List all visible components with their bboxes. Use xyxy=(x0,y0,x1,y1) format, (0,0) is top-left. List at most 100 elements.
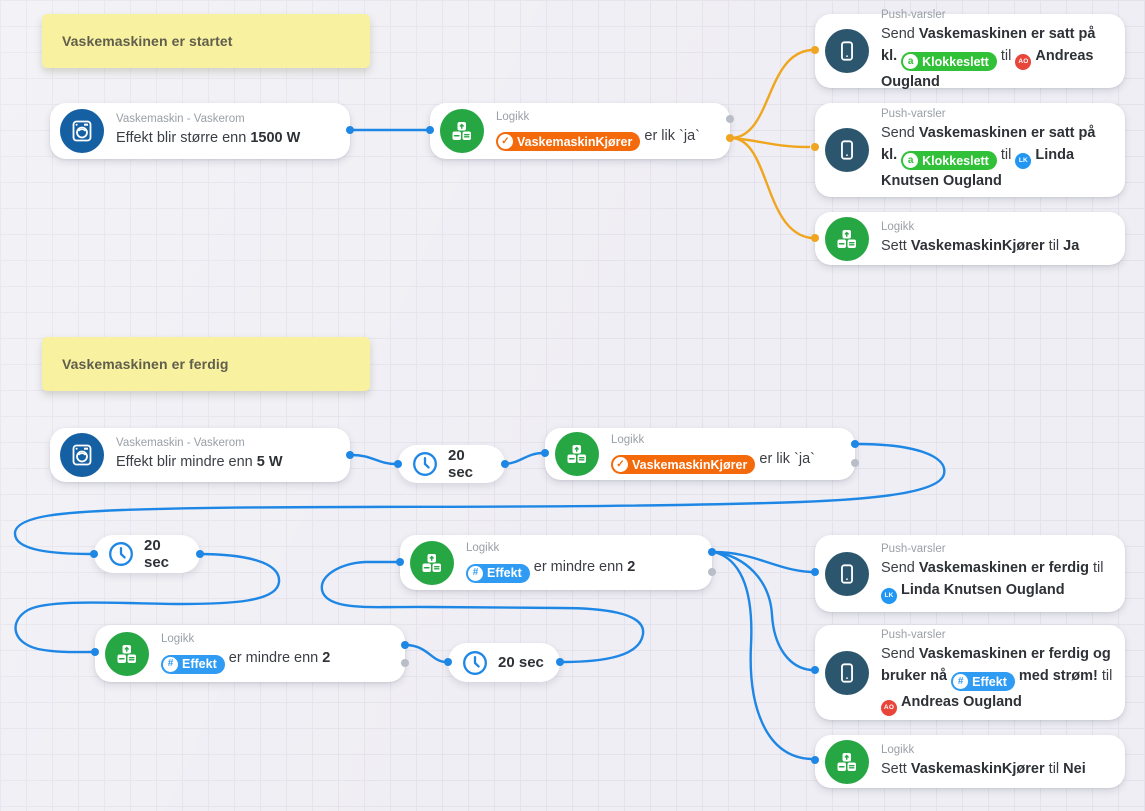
logic-icon xyxy=(825,739,869,784)
input-port[interactable] xyxy=(396,558,404,566)
wire-delay3-to-cond-effekt-a[interactable] xyxy=(320,560,645,664)
text-segment: til xyxy=(1044,760,1064,777)
text-segment-bold: Andreas Ougland xyxy=(901,694,1022,711)
card-header: Logikk xyxy=(881,743,915,756)
logic-icon xyxy=(555,432,599,476)
card-header: Logikk xyxy=(496,110,530,123)
wire-delay1-to-cond-done[interactable] xyxy=(501,451,545,466)
card-body: Effekt blir større enn 1500 W xyxy=(116,127,300,149)
output-port-true[interactable] xyxy=(708,548,716,556)
card-body: Effekt blir mindre enn 5 W xyxy=(116,451,283,473)
wire-trigger-done-to-delay1[interactable] xyxy=(350,453,398,466)
clock-icon xyxy=(462,650,488,676)
input-port[interactable] xyxy=(541,449,549,457)
wire-delay2-to-cond-effekt-b[interactable] xyxy=(14,552,281,654)
tag-label: Effekt xyxy=(487,566,522,581)
input-port[interactable] xyxy=(444,658,452,666)
input-port[interactable] xyxy=(90,550,98,558)
input-port[interactable] xyxy=(811,666,819,674)
letter-a-icon: a xyxy=(903,54,919,70)
input-port[interactable] xyxy=(811,568,819,576)
input-port[interactable] xyxy=(811,143,819,151)
avatar: LK xyxy=(881,588,897,604)
card-set-vaskemaskinkjorer-nei[interactable]: Logikk Sett VaskemaskinKjører til Nei xyxy=(811,735,1125,788)
input-port[interactable] xyxy=(811,756,819,764)
text-segment: Sett xyxy=(881,760,911,777)
output-port-true[interactable] xyxy=(726,115,734,123)
check-icon: ✓ xyxy=(498,134,513,150)
card-header: Vaskemaskin - Vaskerom xyxy=(116,113,245,125)
output-port[interactable] xyxy=(501,460,509,468)
text-segment-bold: Linda Knutsen Ougland xyxy=(881,146,1075,190)
text-segment: Sett xyxy=(881,237,911,254)
card-header: Push-varsler xyxy=(881,107,946,120)
card-trigger-washer-done[interactable]: Vaskemaskin - Vaskerom Effekt blir mindr… xyxy=(50,428,354,482)
text-segment: til xyxy=(1044,237,1064,254)
output-port-true[interactable] xyxy=(401,641,409,649)
text-segment: Effekt blir mindre enn xyxy=(116,454,257,470)
wire-cond-false-to-push-linda[interactable] xyxy=(731,136,811,149)
note-text: Vaskemaskinen er startet xyxy=(62,33,233,49)
card-condition-effekt-b[interactable]: Logikk #Effekt er mindre enn 2 xyxy=(91,625,409,682)
card-header: Logikk xyxy=(881,220,915,233)
wire-cond-effekt-b-true-to-delay3[interactable] xyxy=(405,643,448,664)
card-condition-vaskemaskinkjorer-start[interactable]: Logikk ✓VaskemaskinKjører er lik `ja` xyxy=(426,103,734,159)
delay-label: 20 sec xyxy=(498,654,544,671)
card-condition-effekt-a[interactable]: Logikk #Effekt er mindre enn 2 xyxy=(396,535,716,590)
note-vaskemaskin-ferdig[interactable]: Vaskemaskinen er ferdig xyxy=(42,337,370,391)
card-trigger-washer-start[interactable]: Vaskemaskin - Vaskerom Effekt blir størr… xyxy=(50,103,354,159)
card-push-linda-start[interactable]: Push-varsler Send Vaskemaskinen er satt … xyxy=(811,103,1125,197)
output-port-false[interactable] xyxy=(708,568,716,576)
card-push-linda-done[interactable]: Push-varsler Send Vaskemaskinen er ferdi… xyxy=(811,535,1125,612)
card-header: Vaskemaskin - Vaskerom xyxy=(116,437,245,449)
card-body: #Effekt er mindre enn 2 xyxy=(161,647,330,674)
wire-cond-false-to-set-ja[interactable] xyxy=(731,136,813,240)
card-body: Sett VaskemaskinKjører til Nei xyxy=(881,758,1086,780)
wire-cond-effekt-a-to-push-andreas-done[interactable] xyxy=(712,550,813,672)
wire-cond-effekt-a-to-push-linda-done[interactable] xyxy=(712,550,813,574)
output-port-false[interactable] xyxy=(726,134,734,142)
text-segment: er mindre enn xyxy=(529,559,628,576)
output-port-true[interactable] xyxy=(851,440,859,448)
output-port[interactable] xyxy=(346,451,354,459)
card-push-andreas-start[interactable]: Push-varsler Send Vaskemaskinen er satt … xyxy=(811,9,1125,90)
text-segment: er lik `ja` xyxy=(640,127,700,144)
tag-label: Klokkeslett xyxy=(922,153,989,168)
card-set-vaskemaskinkjorer-ja[interactable]: Logikk Sett VaskemaskinKjører til Ja xyxy=(811,212,1125,265)
card-condition-vaskemaskinkjorer-done[interactable]: Logikk ✓VaskemaskinKjører er lik `ja` xyxy=(541,428,859,480)
text-segment-bold: 2 xyxy=(322,650,331,667)
text-segment-bold: 5 W xyxy=(256,454,283,470)
input-port[interactable] xyxy=(811,46,819,54)
card-delay-1[interactable]: 20 sec xyxy=(394,445,509,483)
output-port[interactable] xyxy=(346,126,354,134)
input-port[interactable] xyxy=(811,234,819,242)
logic-icon xyxy=(825,216,869,261)
card-delay-3[interactable]: 20 sec xyxy=(444,643,564,682)
card-body: Send Vaskemaskinen er ferdig til LK Lind… xyxy=(881,557,1113,604)
text-segment-bold: Linda Knutsen Ougland xyxy=(901,582,1065,598)
letter-a-icon: a xyxy=(903,153,919,169)
wire-cond-false-to-push-andreas[interactable] xyxy=(731,48,813,140)
input-port[interactable] xyxy=(394,460,402,468)
output-port[interactable] xyxy=(196,550,204,558)
delay-label: 20 sec xyxy=(144,537,170,571)
input-port[interactable] xyxy=(426,126,434,134)
variable-tag: ✓VaskemaskinKjører xyxy=(611,455,756,475)
wire-cond-effekt-a-to-set-nei[interactable] xyxy=(712,550,813,761)
card-push-andreas-done[interactable]: Push-varsler Send Vaskemaskinen er ferdi… xyxy=(811,625,1125,720)
wire-cond-done-true-to-delay2[interactable] xyxy=(13,442,946,556)
output-port[interactable] xyxy=(556,658,564,666)
text-segment: er mindre enn xyxy=(224,650,323,667)
tag-label: Effekt xyxy=(972,674,1007,689)
card-delay-2[interactable]: 20 sec xyxy=(90,535,204,573)
smartphone-icon xyxy=(825,650,869,695)
output-port-false[interactable] xyxy=(401,659,409,667)
output-port-false[interactable] xyxy=(851,459,859,467)
delay-label: 20 sec xyxy=(448,447,474,481)
input-port[interactable] xyxy=(91,648,99,656)
note-vaskemaskin-startet[interactable]: Vaskemaskinen er startet xyxy=(42,14,370,68)
smartphone-icon xyxy=(825,551,869,596)
text-segment: til xyxy=(1097,667,1113,684)
